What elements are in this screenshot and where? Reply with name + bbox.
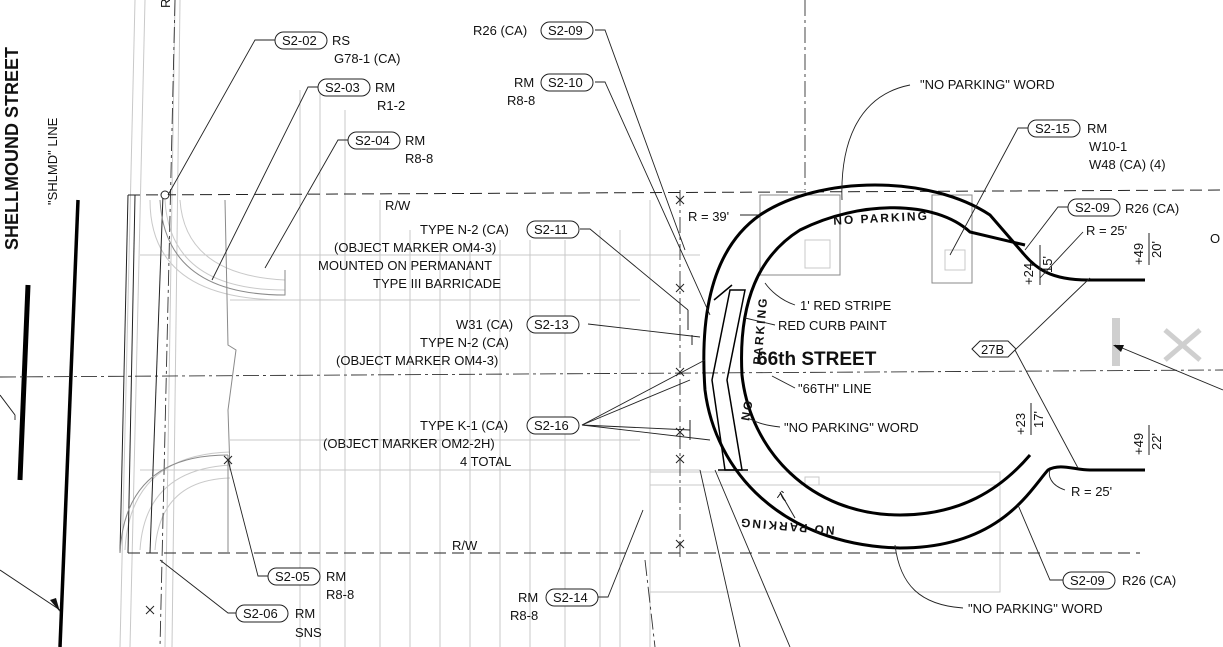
callout-s2-16-line1: TYPE K-1 (CA) <box>420 418 508 433</box>
callout-s2-02-type: RS <box>332 33 350 48</box>
leader-lines <box>14 29 1223 647</box>
station-bottom-right-sub: 22' <box>1149 433 1164 450</box>
callout-s2-13-tag: S2-13 <box>534 317 569 332</box>
station-top-right: +49 <box>1131 243 1146 265</box>
callout-s2-11-tag: S2-11 <box>534 222 568 237</box>
station-bottom-left: +23 <box>1013 413 1028 435</box>
callout-s2-09-top-tag: S2-09 <box>548 23 583 38</box>
pavement-word-top: NO PARKING <box>833 209 929 228</box>
shellmound-street-edge <box>0 199 80 647</box>
cul-de-sac <box>702 183 1145 550</box>
callout-s2-09-right-tag: S2-09 <box>1075 200 1110 215</box>
station-top-left: +24 <box>1021 263 1036 285</box>
callout-s2-02-tag: S2-02 <box>282 33 317 48</box>
station-top-left-sub: 15' <box>1040 256 1055 273</box>
callout-s2-16-line2: (OBJECT MARKER OM2-2H) <box>323 436 495 451</box>
station-top-right-sub: 20' <box>1149 241 1164 258</box>
callout-s2-09-bottom-suffix: R26 (CA) <box>1122 573 1176 588</box>
callout-s2-06-tag: S2-06 <box>243 606 278 621</box>
callout-s2-14-tag: S2-14 <box>553 590 588 605</box>
callout-s2-05-tag: S2-05 <box>275 569 310 584</box>
left-curb-returns <box>119 190 286 554</box>
callout-s2-15-code1: W10-1 <box>1089 139 1127 154</box>
callout-s2-03-type: RM <box>375 80 395 95</box>
station-dimensions: +24 15' +49 20' +23 17' +49 22' <box>1013 233 1164 455</box>
callout-s2-04-tag: S2-04 <box>355 133 390 148</box>
callout-s2-11-line4: TYPE III BARRICADE <box>373 276 501 291</box>
callout-s2-10-tag: S2-10 <box>548 75 583 90</box>
street-66th-line: "66TH" LINE <box>798 381 872 396</box>
pavement-word-left-upper: PARKING <box>750 296 770 365</box>
note-no-parking-word-bottom: "NO PARKING" WORD <box>968 601 1103 616</box>
callout-s2-03-code: R1-2 <box>377 98 405 113</box>
edge-text-r: R <box>158 0 173 8</box>
callout-s2-10-type: RM <box>514 75 534 90</box>
callout-s2-13-line1: W31 (CA) <box>456 317 513 332</box>
callout-27b-tag: 27B <box>981 342 1004 357</box>
note-radius-39: R = 39' <box>688 209 729 224</box>
callout-s2-10-code: R8-8 <box>507 93 535 108</box>
callout-s2-16-tag: S2-16 <box>534 418 569 433</box>
street-rw-bottom: R/W <box>452 538 478 553</box>
callout-s2-09-top-prefix: R26 (CA) <box>473 23 527 38</box>
callout-s2-09-right-suffix: R26 (CA) <box>1125 201 1179 216</box>
callout-s2-06-code: SNS <box>295 625 322 640</box>
pavement-word-left-lower: NO <box>738 398 756 422</box>
callout-s2-14-type: RM <box>518 590 538 605</box>
street-rw-top: R/W <box>385 198 411 213</box>
note-red-curb: RED CURB PAINT <box>778 318 887 333</box>
note-radius-25-bottom: R = 25' <box>1071 484 1112 499</box>
callout-bubbles <box>235 21 1121 623</box>
plan-notes: "NO PARKING" WORD "NO PARKING" WORD "NO … <box>385 77 1127 616</box>
note-red-stripe: 1' RED STRIPE <box>800 298 892 313</box>
callout-s2-06-type: RM <box>295 606 315 621</box>
street-shlmd-line: "SHLMD" LINE <box>45 117 60 205</box>
station-bottom-left-sub: 17' <box>1031 411 1046 428</box>
background-linework <box>119 0 1202 647</box>
pavement-markings: NO PARKING PARKING NO NO PARKING <box>738 209 929 538</box>
callout-s2-13-line3: (OBJECT MARKER OM4-3) <box>336 353 498 368</box>
edge-fragments: O R <box>158 0 1220 246</box>
callout-s2-15-type: RM <box>1087 121 1107 136</box>
note-no-parking-word-mid: "NO PARKING" WORD <box>784 420 919 435</box>
callout-s2-15-code2: W48 (CA) (4) <box>1089 157 1166 172</box>
callout-s2-02-code: G78-1 (CA) <box>334 51 400 66</box>
station-bottom-right: +49 <box>1131 433 1146 455</box>
note-dim-7: 7' <box>774 488 792 505</box>
callout-s2-13-line2: TYPE N-2 (CA) <box>420 335 509 350</box>
callout-s2-04-code: R8-8 <box>405 151 433 166</box>
callout-s2-05-code: R8-8 <box>326 587 354 602</box>
callout-s2-11-line1: TYPE N-2 (CA) <box>420 222 509 237</box>
callout-s2-04-type: RM <box>405 133 425 148</box>
callout-s2-15-tag: S2-15 <box>1035 121 1070 136</box>
callout-s2-11-line3: MOUNTED ON PERMANANT <box>318 258 492 273</box>
callout-s2-05-type: RM <box>326 569 346 584</box>
note-radius-25-top: R = 25' <box>1086 223 1127 238</box>
street-66th-name: 66th STREET <box>757 349 877 370</box>
callout-s2-11-line2: (OBJECT MARKER OM4-3) <box>334 240 496 255</box>
callout-s2-14-code: R8-8 <box>510 608 538 623</box>
street-shellmound-name: SHELLMOUND STREET <box>2 47 22 250</box>
edge-text-o: O <box>1210 231 1220 246</box>
callout-text: S2-02 RS G78-1 (CA) S2-03 RM R1-2 S2-04 … <box>243 23 1179 640</box>
callout-s2-16-line3: 4 TOTAL <box>460 454 511 469</box>
note-no-parking-word-top: "NO PARKING" WORD <box>920 77 1055 92</box>
street-names: 66th STREET SHELLMOUND STREET "SHLMD" LI… <box>2 47 877 370</box>
callout-s2-09-bottom-tag: S2-09 <box>1070 573 1105 588</box>
callout-s2-03-tag: S2-03 <box>325 80 360 95</box>
